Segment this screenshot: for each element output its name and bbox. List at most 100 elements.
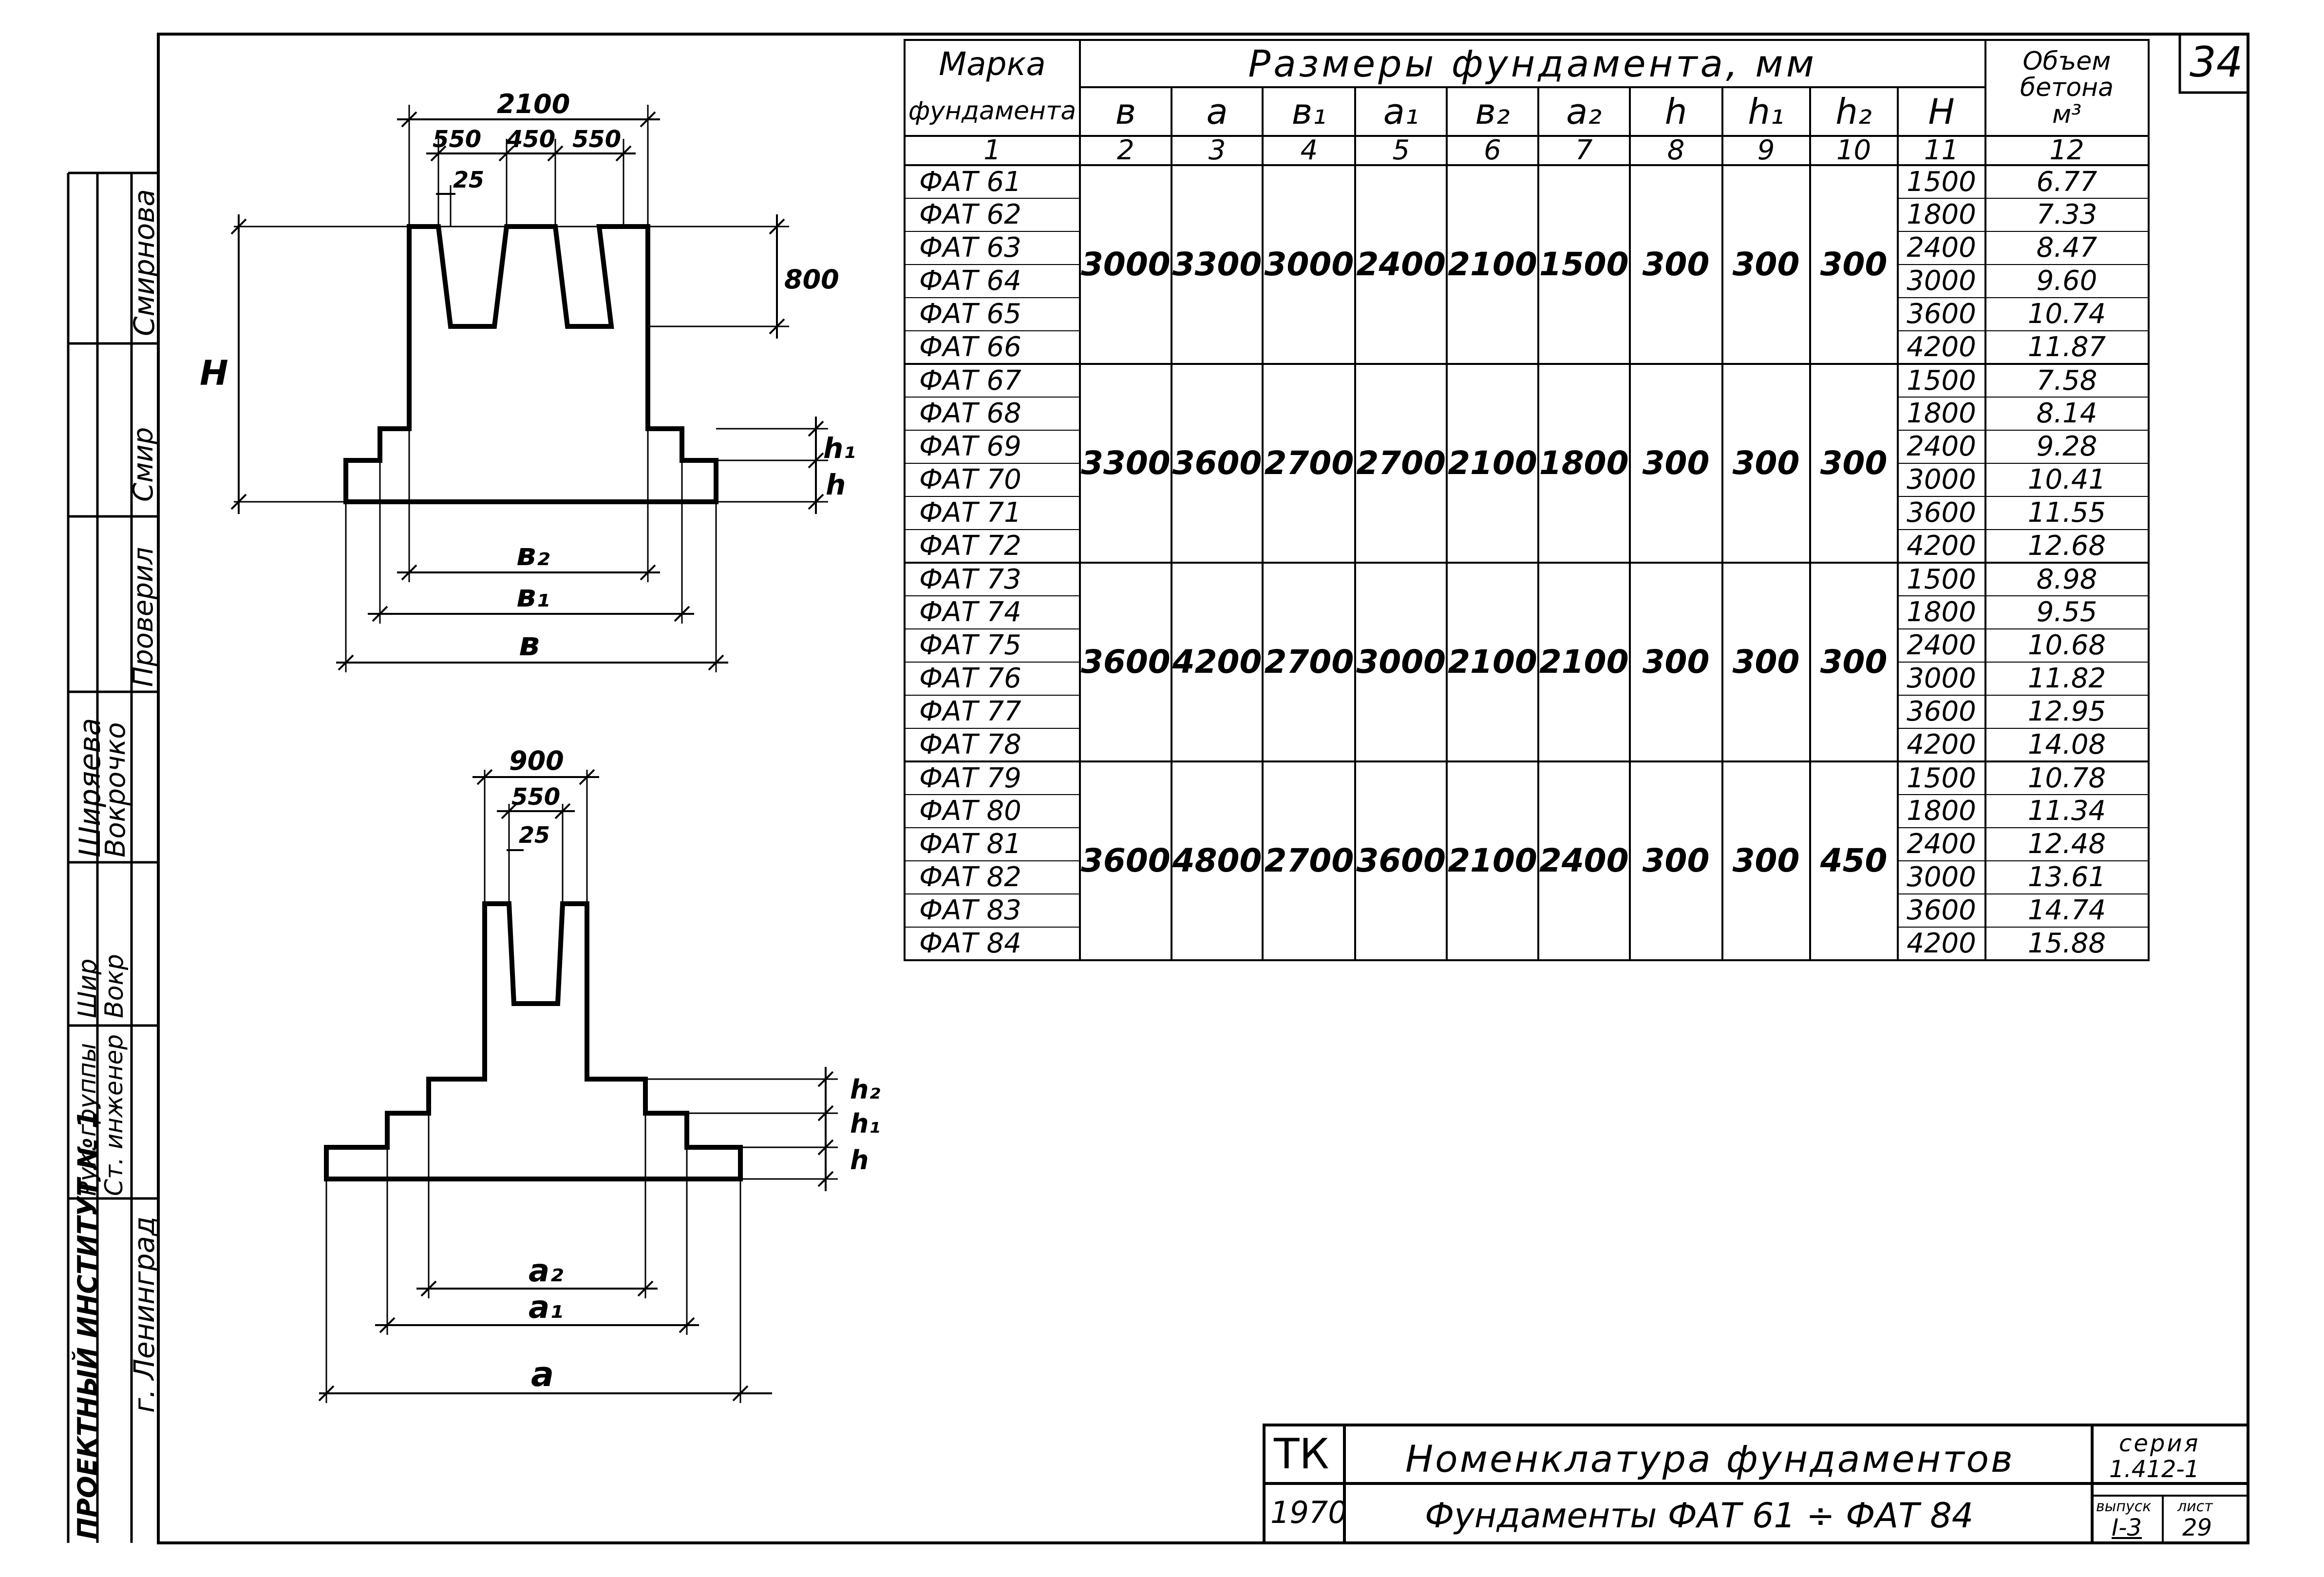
cell-dim: 2400 xyxy=(1537,760,1631,961)
col-num-7: 7 xyxy=(1537,135,1631,166)
col-num-4: 4 xyxy=(1262,135,1357,166)
label-b1: в₁ xyxy=(516,578,550,614)
stamp-sign-engineer: Вокр xyxy=(100,954,129,1018)
sym-a2: a₂ xyxy=(1537,86,1631,137)
cell-mark: ФАТ 70 xyxy=(904,463,1081,497)
cell-H: 3600 xyxy=(1896,893,1986,928)
sheet-value: 29 xyxy=(2182,1514,2212,1541)
label-a1: a₁ xyxy=(529,1290,563,1326)
cell-H: 1800 xyxy=(1896,794,1986,828)
cell-volume: 10.78 xyxy=(1984,760,2150,795)
cell-mark: ФАТ 73 xyxy=(904,562,1081,596)
label-b: в xyxy=(519,625,540,664)
sym-h1: h₁ xyxy=(1721,86,1811,137)
series-label: серия xyxy=(2119,1430,2200,1457)
cell-H: 4200 xyxy=(1896,728,1986,762)
cell-dim: 2100 xyxy=(1446,760,1539,961)
cell-volume: 10.68 xyxy=(1984,628,2150,663)
cell-volume: 15.88 xyxy=(1984,927,2150,961)
cell-volume: 9.55 xyxy=(1984,595,2150,629)
cell-H: 1800 xyxy=(1896,397,1986,431)
stamp-sign-checked: Смир xyxy=(128,427,159,502)
cell-mark: ФАТ 83 xyxy=(904,893,1081,928)
col-num-5: 5 xyxy=(1354,135,1448,166)
col-num-9: 9 xyxy=(1721,135,1811,166)
cell-volume: 8.14 xyxy=(1984,397,2150,431)
cell-dim: 3000 xyxy=(1354,562,1448,762)
cell-mark: ФАТ 81 xyxy=(904,827,1081,861)
col-num-1: 1 xyxy=(904,135,1081,166)
cell-H: 1500 xyxy=(1896,164,1986,199)
sym-b2: в₂ xyxy=(1446,86,1539,137)
col-num-8: 8 xyxy=(1628,135,1723,166)
cell-mark: ФАТ 67 xyxy=(904,363,1081,398)
cell-dim: 2400 xyxy=(1354,164,1448,365)
cell-dim: 2100 xyxy=(1446,164,1539,365)
cell-dim: 300 xyxy=(1628,760,1723,961)
sym-b: в xyxy=(1079,86,1172,137)
cell-mark: ФАТ 68 xyxy=(904,397,1081,431)
cell-mark: ФАТ 72 xyxy=(904,529,1081,564)
label-H: H xyxy=(200,353,228,393)
cell-volume: 14.74 xyxy=(1984,893,2150,928)
cell-volume: 8.47 xyxy=(1984,231,2150,265)
cell-dim: 2100 xyxy=(1446,363,1539,564)
cell-dim: 300 xyxy=(1721,164,1811,365)
cell-volume: 8.98 xyxy=(1984,562,2150,596)
cell-mark: ФАТ 64 xyxy=(904,264,1081,298)
cell-H: 1500 xyxy=(1896,562,1986,596)
cell-mark: ФАТ 75 xyxy=(904,628,1081,663)
cell-H: 4200 xyxy=(1896,529,1986,564)
cell-dim: 2700 xyxy=(1262,363,1357,564)
cell-dim: 1500 xyxy=(1537,164,1631,365)
stamp-name-engineer: Вокрочко xyxy=(100,722,132,857)
col-num-2: 2 xyxy=(1079,135,1172,166)
cell-volume: 9.28 xyxy=(1984,430,2150,464)
cell-H: 2400 xyxy=(1896,827,1986,861)
sheet-frame xyxy=(157,33,2249,1544)
cell-dim: 3300 xyxy=(1170,164,1264,365)
cell-mark: ФАТ 61 xyxy=(904,164,1081,199)
stamp-role-group-lead: Рук. группы xyxy=(73,1043,101,1196)
cell-volume: 12.68 xyxy=(1984,529,2150,564)
cell-H: 3600 xyxy=(1896,297,1986,331)
cell-dim: 300 xyxy=(1721,562,1811,762)
foundation-section-b xyxy=(230,105,828,672)
header-dimensions: Размеры фундамента, мм xyxy=(1079,39,1986,88)
sheet-number: 34 xyxy=(2190,38,2243,87)
cell-H: 3600 xyxy=(1896,695,1986,729)
col-num-11: 11 xyxy=(1896,135,1986,166)
cell-mark: ФАТ 65 xyxy=(904,297,1081,331)
label-h2: h₂ xyxy=(850,1074,880,1105)
title-org: ТК xyxy=(1274,1430,1329,1479)
dim-800: 800 xyxy=(784,264,839,295)
cell-dim: 300 xyxy=(1809,164,1899,365)
cell-H: 3000 xyxy=(1896,662,1986,696)
title-block-frame xyxy=(1263,1424,2249,1544)
label-h1-bottom: h₁ xyxy=(850,1108,880,1139)
cell-dim: 300 xyxy=(1628,363,1723,564)
cell-H: 3000 xyxy=(1896,860,1986,894)
cell-mark: ФАТ 66 xyxy=(904,330,1081,365)
foundation-outline-top xyxy=(343,224,718,504)
issue-label: выпуск xyxy=(2096,1498,2152,1515)
cell-H: 1500 xyxy=(1896,363,1986,398)
sheet-number-box xyxy=(2178,33,2249,94)
cell-H: 4200 xyxy=(1896,927,1986,961)
cell-volume: 9.60 xyxy=(1984,264,2150,298)
col-num-6: 6 xyxy=(1446,135,1539,166)
cell-volume: 12.95 xyxy=(1984,695,2150,729)
cell-mark: ФАТ 84 xyxy=(904,927,1081,961)
